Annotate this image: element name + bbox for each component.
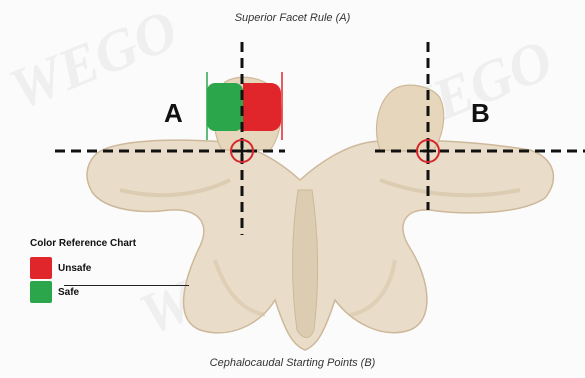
color-reference-legend: Color Reference Chart Unsafe Safe [30,238,175,305]
caption-superior-facet-rule: Superior Facet Rule (A) [0,12,585,24]
safe-swatch [30,281,52,303]
legend-title: Color Reference Chart [30,238,175,249]
point-label-b: B [471,98,490,129]
unsafe-swatch [30,257,52,279]
legend-divider [64,285,189,286]
point-label-a: A [164,98,183,129]
safe-zone [207,83,243,131]
legend-label-unsafe: Unsafe [58,263,91,274]
legend-item-unsafe: Unsafe [30,257,175,279]
legend-label-safe: Safe [58,287,79,298]
caption-cephalocaudal-starting-points: Cephalocaudal Starting Points (B) [0,357,585,369]
